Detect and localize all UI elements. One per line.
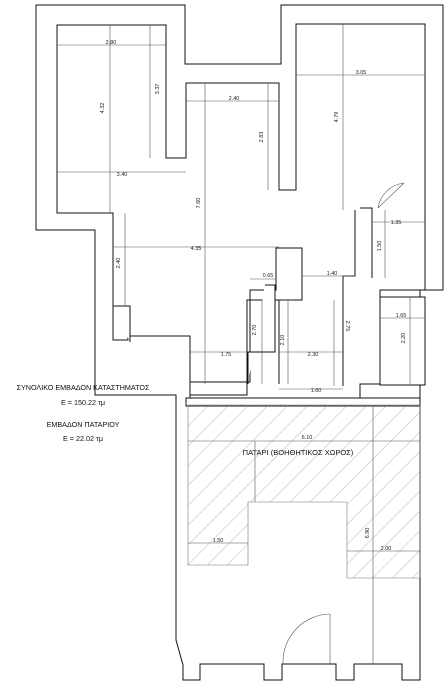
dimension-lines — [57, 24, 425, 664]
dim-4-35: 4.35 — [191, 246, 202, 252]
dim-2-70: 2.70 — [252, 325, 258, 336]
mezzanine-area-value: Ε = 22.02 τμ — [63, 434, 103, 443]
mezzanine-area-title: ΕΜΒΑΔΟΝ ΠΑΤΑΡΙΟΥ — [46, 420, 120, 429]
door-arc-lower — [282, 613, 331, 665]
dim-2-20: 2.20 — [401, 333, 407, 344]
dim-1-75: 1.75 — [221, 352, 232, 358]
dim-2-10: 2.10 — [280, 335, 286, 346]
dimension-labels: 2.80 4.32 3.37 3.40 2.40 2.83 3.05 4.79 … — [100, 40, 407, 552]
dim-1-60: 1.60 — [311, 388, 322, 394]
wall-right-jamb — [360, 207, 373, 278]
dim-6-10: 6.10 — [302, 435, 313, 441]
dim-2-40: 2.40 — [229, 96, 240, 102]
dim-3-37: 3.37 — [155, 84, 161, 95]
dim-4-79: 4.79 — [334, 112, 340, 123]
dim-3-40: 3.40 — [117, 172, 128, 178]
wall-center-pier — [247, 284, 276, 384]
dim-1-50-b: 1.50 — [213, 538, 224, 544]
wall-side-room — [379, 296, 426, 386]
dim-1-40: 1.40 — [327, 271, 338, 277]
inner-room-left — [56, 23, 426, 399]
dim-2-80: 2.80 — [106, 40, 117, 46]
dim-1-50-a: 1.50 — [377, 241, 383, 252]
dim-7-60: 7.60 — [196, 198, 202, 209]
dim-2-00: 2.00 — [381, 546, 392, 552]
dim-1-65: 1.65 — [396, 313, 407, 319]
door-arc-upper — [377, 182, 405, 209]
dim-4-32: 4.32 — [100, 103, 106, 114]
mezzanine-label: ΠΑΤΑΡΙ (ΒΟΗΘΗΤΙΚΟΣ ΧΩΡΟΣ) — [243, 448, 354, 457]
dim-0-65: 0.65 — [263, 273, 274, 279]
total-area-value: Ε = 150.22 τμ — [61, 398, 105, 407]
dim-2-83: 2.83 — [259, 132, 265, 143]
dim-2-40-b: 2.40 — [116, 258, 122, 269]
total-area-title: ΣΥΝΟΛΙΚΟ ΕΜΒΑΔΟΝ ΚΑΤΑΣΤΗΜΑΤΟΣ — [16, 383, 150, 392]
wall-left-notch — [113, 305, 131, 342]
dim-2-75: 2.75 — [344, 321, 350, 332]
dim-3-05: 3.05 — [356, 70, 367, 76]
dim-2-30: 2.30 — [308, 352, 319, 358]
interior-walls — [113, 182, 426, 665]
dim-6-90: 6.90 — [365, 528, 371, 539]
dim-1-35: 1.35 — [391, 220, 402, 226]
walls — [35, 4, 444, 681]
mezzanine-area — [187, 404, 421, 579]
